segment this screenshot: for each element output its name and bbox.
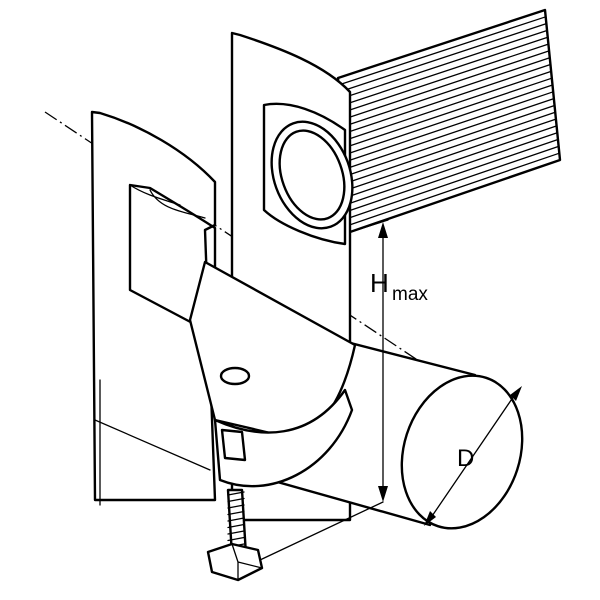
beam-rib (338, 22, 548, 93)
flange-cross-section-inner (278, 129, 346, 221)
beam-rib (340, 43, 550, 114)
saddle-underside (213, 388, 354, 488)
bolt-threads (227, 491, 245, 548)
front-slot-break-lines (129, 184, 206, 219)
bolt-thread (227, 497, 245, 503)
bolt-thread (227, 536, 245, 542)
beam-rib (344, 97, 555, 170)
beam-rib (345, 111, 556, 184)
beam-rib (347, 138, 559, 212)
hmax-extension-bottom (259, 501, 384, 561)
bolt-thread (227, 523, 245, 529)
bolt-thread (227, 517, 245, 522)
bolt-thread (227, 491, 245, 496)
hmax-extension-top (349, 219, 389, 233)
beam-rib (348, 145, 560, 219)
diameter-dimension-line (427, 389, 519, 523)
beam-rib (346, 125, 558, 198)
screw-hole (219, 366, 251, 386)
hmax-label-subscript: max (392, 284, 428, 305)
diameter-arrow-top (510, 386, 522, 401)
beam-rib (338, 29, 548, 100)
hex-nut-edges (231, 543, 263, 581)
beam-ribs (337, 16, 560, 226)
bolt-thread (227, 510, 245, 516)
beam-rib (340, 50, 550, 121)
beam-rib (347, 132, 558, 205)
beam-rib (348, 152, 560, 226)
beam-rib (343, 91, 554, 163)
beam-rib (346, 118, 557, 191)
front-plate-lower-edge (94, 419, 211, 471)
hmax-arrow-bottom (378, 486, 388, 502)
beam-rib (342, 70, 552, 142)
diameter-label: D (457, 445, 474, 472)
clamp-bolt (206, 428, 264, 582)
beam-flange (336, 8, 562, 234)
diameter-arrow-bottom (424, 511, 436, 526)
hex-nut (206, 542, 264, 582)
beam-rib (341, 63, 552, 135)
hmax-arrow-top (378, 222, 388, 238)
hmax-label-symbol: H (370, 268, 389, 298)
beam-rib (342, 77, 553, 149)
beam-rib (344, 104, 556, 177)
pipe-end-face (400, 374, 524, 530)
bolt-thread (227, 504, 245, 509)
beam-rib (343, 84, 554, 156)
beam-rib (339, 36, 549, 107)
beam-rib (341, 57, 551, 128)
bolt-thread (227, 530, 245, 535)
beam-rib (337, 16, 547, 86)
beam-body (336, 8, 562, 234)
bolt-upper-shank (220, 428, 247, 462)
